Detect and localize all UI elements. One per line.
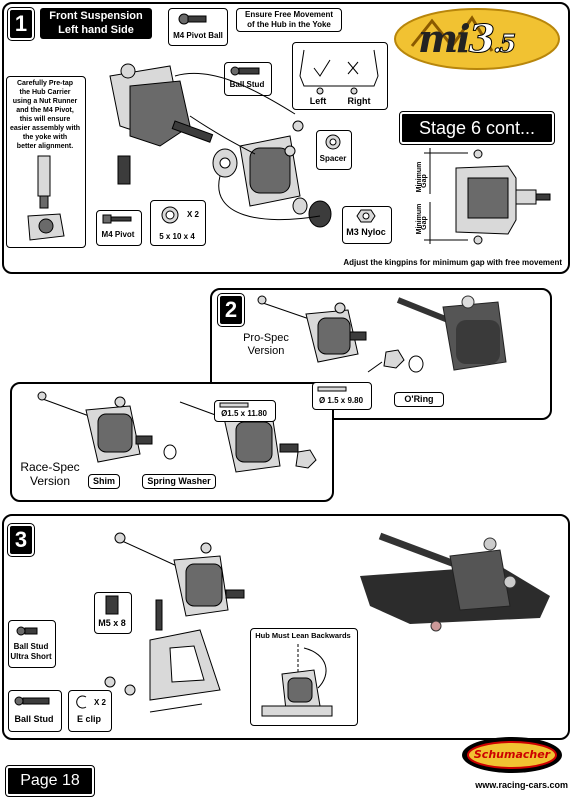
ball-stud-short-label: Ball Stud Ultra Short: [8, 642, 54, 662]
m3-nyloc-box: [342, 206, 392, 244]
schumacher-logo: [462, 737, 562, 773]
yoke-movement-box: [292, 42, 388, 110]
pin2-icon: [317, 386, 347, 392]
spring-washer-label: Spring Washer: [142, 474, 216, 489]
pretap-note: Carefully Pre-tap the Hub Carrier using …: [6, 79, 84, 151]
pro-spec-line1: Pro-Spec: [243, 332, 289, 344]
gap-gap-bottom: Gap: [421, 216, 428, 230]
pretap-line8: better alignment.: [16, 143, 74, 150]
gap-diagram: [424, 148, 551, 245]
pretap-line5: this will ensure: [19, 116, 71, 123]
yoke-diagram-icon: [299, 49, 379, 95]
step1-number: 1: [7, 7, 35, 41]
ball-stud-short-box: [8, 620, 56, 668]
gap-gap-top: Gap: [421, 174, 428, 188]
step2-race-spec-panel: [10, 382, 334, 502]
step1-assembly-drawing: [109, 63, 332, 228]
pretap-line7: the yoke with: [22, 134, 68, 141]
eclip-qty: X 2: [93, 698, 106, 707]
pretap-line3: using a Nut Runner: [12, 98, 78, 105]
m3-nyloc-label: M3 Nyloc: [346, 227, 386, 237]
m4-pivot-ball-icon: [178, 13, 207, 25]
pin2-label: Ø 1.5 x 9.80: [318, 396, 364, 405]
ensure-line2: of the Hub in the Yoke: [247, 20, 331, 29]
step2-number: 2: [217, 293, 245, 327]
pretap-line1: Carefully Pre-tap: [16, 80, 74, 87]
pin1-label: Ø1.5 x 11.80: [221, 409, 267, 418]
eclip-box: [68, 690, 112, 732]
step3-ball-stud-label: Ball Stud: [14, 714, 54, 724]
spacer-label: Spacer: [319, 154, 347, 163]
mi35-logo: [394, 8, 560, 70]
washer-size: 5 x 10 x 4: [159, 232, 195, 241]
oring-label: O'Ring: [394, 392, 444, 407]
washer-box: [150, 200, 206, 246]
spacer-icon: [325, 134, 341, 150]
ball-stud-icon: [230, 66, 260, 76]
m4-pivot-ball-box: [168, 8, 228, 46]
eclip-icon: [76, 695, 87, 709]
ball-stud-short-icon: [16, 626, 38, 636]
yoke-left-label: Left: [309, 96, 327, 106]
logo-3: 3: [468, 16, 496, 62]
mi35-logo-text: mi3.5: [418, 16, 517, 62]
pro-spec-line2: Version: [247, 345, 285, 357]
pretap-line4: and the M4 Pivot,: [16, 107, 74, 114]
m4-pivot-label: M4 Pivot: [101, 230, 135, 239]
step3-rendered-arm: [360, 532, 550, 632]
website-url[interactable]: www.racing-cars.com: [475, 780, 568, 790]
screw-icon: [105, 595, 119, 615]
race-spec-line1: Race-Spec: [20, 460, 80, 474]
stage-label: Stage 6 cont...: [399, 111, 555, 145]
shim-label: Shim: [88, 474, 120, 489]
ensure-free-movement-note: Ensure Free Movement of the Hub in the Y…: [236, 8, 342, 32]
ball-stud-label: Ball Stud: [229, 80, 265, 89]
logo-i: i: [456, 16, 471, 61]
race-spec-line2: Version: [29, 474, 71, 488]
step3-ball-stud-icon: [14, 696, 50, 706]
pro-spec-title: Pro-Spec Version: [236, 332, 296, 358]
pro-spec-hub-drawing: [257, 295, 507, 373]
pin1-icon: [219, 402, 249, 408]
yoke-right-label: Right: [347, 96, 371, 106]
ball-stud-short-line2: Ultra Short: [10, 652, 52, 661]
hub-lean-drawing: [261, 644, 333, 717]
washer-qty: X 2: [186, 210, 199, 219]
ball-stud-short-line1: Ball Stud: [13, 642, 49, 651]
ensure-line1: Ensure Free Movement: [244, 10, 334, 19]
step3-number: 3: [7, 523, 35, 557]
schumacher-brand-text: Schumacher: [473, 748, 551, 761]
race-spec-drawing: [37, 391, 317, 473]
logo-m: m: [418, 16, 458, 61]
race-spec-title: Race-Spec Version: [16, 460, 84, 488]
washer-icon: [161, 206, 179, 224]
pretap-line2: the Hub Carrier: [19, 89, 71, 96]
logo-5: .5: [493, 29, 517, 59]
pretap-line6: easier assembly with: [9, 125, 81, 132]
step1-title: Front Suspension Left hand Side: [40, 8, 152, 39]
m3-nyloc-icon: [356, 209, 376, 223]
screw-label: M5 x 8: [98, 618, 126, 628]
kingpin-adjust-note: Adjust the kingpins for minimum gap with…: [343, 258, 562, 267]
step1-title-line2: Left hand Side: [58, 24, 134, 36]
hub-lean-label: Hub Must Lean Backwards: [255, 631, 351, 640]
page-number: Page 18: [5, 765, 95, 797]
step1-title-line1: Front Suspension: [49, 10, 143, 22]
m4-pivot-icon: [102, 214, 132, 224]
step3-assembly-drawing: [104, 532, 245, 713]
eclip-label: E clip: [76, 714, 101, 724]
nut-runner-drawing: [27, 155, 65, 241]
m4-pivot-ball-label: M4 Pivot Ball: [173, 31, 223, 40]
